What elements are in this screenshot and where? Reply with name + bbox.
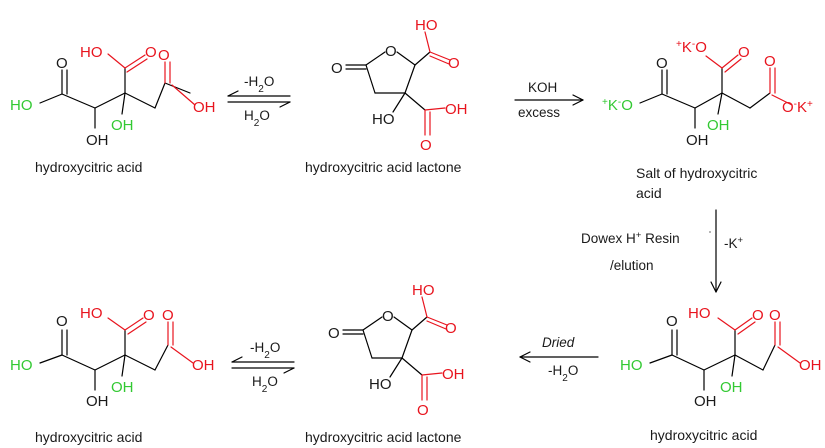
- atom-oh-green: OH: [111, 117, 134, 134]
- atom-o: O: [328, 325, 340, 342]
- atom-oh: OH: [686, 132, 709, 149]
- molecule-hca-top: O HO OH OH HO O O OH hydroxycitric acid: [10, 44, 216, 175]
- atom-oh-green: OH: [720, 379, 743, 396]
- atom-oh-red: OH: [192, 357, 215, 374]
- atom-oh-red: OH: [445, 101, 468, 118]
- koh-arrow: KOH excess: [514, 80, 584, 120]
- atom-ho-red: HO: [688, 305, 711, 322]
- atom-ho: HO: [372, 111, 395, 128]
- equilibrium-arrow-bottom: -H2O H2O: [231, 340, 295, 395]
- molecule-lactone-top: O O HO O HO OH O hydroxycitric acid lact…: [305, 17, 468, 175]
- atom-o-red: O: [162, 307, 174, 324]
- eq-top-under-label: H2O: [244, 108, 270, 129]
- atom-oh-red: OH: [799, 357, 822, 374]
- atom-o: O: [56, 313, 68, 330]
- atom-o-red: O: [420, 137, 432, 154]
- caption-hca-top: hydroxycitric acid: [35, 159, 142, 175]
- atom-o-red: O: [752, 307, 764, 324]
- equilibrium-arrow-top: -H2O H2O: [227, 74, 291, 129]
- atom-oh: OH: [86, 132, 109, 149]
- molecule-lactone-bottom: O O HO O HO OH O hydroxycitric acid lact…: [305, 282, 465, 445]
- atom-o-red: O: [158, 47, 170, 64]
- elution-label: /elution: [610, 258, 654, 273]
- atom-o: O: [656, 55, 668, 72]
- eq-bottom-under-label: H2O: [252, 374, 278, 395]
- atom-oh-green: OH: [111, 379, 134, 396]
- dowex-arrow: Dowex H+ Resin /elution -K+: [581, 209, 744, 293]
- atom-ho-green: HO: [620, 357, 643, 374]
- dried-label: Dried: [542, 335, 575, 350]
- atom-ho-red: HO: [80, 305, 103, 322]
- atom-o-red: O: [445, 320, 457, 337]
- atom-o: O: [331, 60, 343, 77]
- atom-o-k-right: O-K+: [782, 99, 813, 117]
- koh-label: KOH: [528, 80, 557, 95]
- atom-o-red: O: [764, 53, 776, 70]
- caption-salt-line1: Salt of hydroxycitric: [636, 165, 757, 181]
- atom-k-o-top: +K-O: [676, 39, 707, 57]
- atom-ho-red: HO: [412, 282, 435, 299]
- atom-ho-green: HO: [10, 97, 33, 114]
- atom-o-red: O: [143, 307, 155, 324]
- dowex-label: Dowex H+ Resin: [581, 230, 680, 247]
- atom-oh-red: OH: [442, 366, 465, 383]
- molecule-hca-right: O HO OH OH HO O O OH hydroxycitric acid: [620, 305, 822, 443]
- atom-o-red: O: [448, 55, 460, 72]
- atom-o-ring: O: [385, 43, 397, 60]
- caption-salt-line2: acid: [636, 185, 662, 201]
- caption-hca-bottom: hydroxycitric acid: [35, 429, 142, 445]
- molecule-salt: O +K-O OH OH +K-O O O O-K+ Salt of hydro…: [602, 39, 813, 202]
- dried-arrow: Dried -H2O: [519, 335, 599, 384]
- atom-ho: HO: [369, 376, 392, 393]
- atom-o: O: [666, 313, 678, 330]
- eq-bottom-over-label: -H2O: [250, 340, 280, 361]
- excess-label: excess: [518, 105, 560, 120]
- atom-o-red: O: [417, 402, 429, 419]
- atom-o: O: [56, 55, 68, 72]
- atom-k-o-left: +K-O: [602, 97, 633, 115]
- caption-lactone-top: hydroxycitric acid lactone: [305, 159, 462, 175]
- molecule-hca-bottom: O HO OH OH HO O O OH hydroxycitric acid: [10, 305, 215, 445]
- atom-oh-green: OH: [707, 117, 730, 134]
- caption-lactone-bottom: hydroxycitric acid lactone: [305, 429, 462, 445]
- atom-ho-green: HO: [10, 357, 33, 374]
- eq-top-over-label: -H2O: [244, 74, 274, 95]
- atom-oh-red: OH: [193, 99, 216, 116]
- atom-o-red: O: [145, 44, 157, 61]
- atom-o-ring: O: [382, 308, 394, 325]
- minus-k-label: -K+: [724, 235, 744, 252]
- atom-oh: OH: [694, 393, 717, 410]
- caption-hca-right: hydroxycitric acid: [650, 427, 757, 443]
- atom-o-red: O: [738, 44, 750, 61]
- atom-ho-red: HO: [80, 44, 103, 61]
- atom-o-red: O: [769, 307, 781, 324]
- atom-ho-red: HO: [415, 17, 438, 34]
- dried-under-label: -H2O: [548, 363, 578, 384]
- atom-oh: OH: [86, 393, 109, 410]
